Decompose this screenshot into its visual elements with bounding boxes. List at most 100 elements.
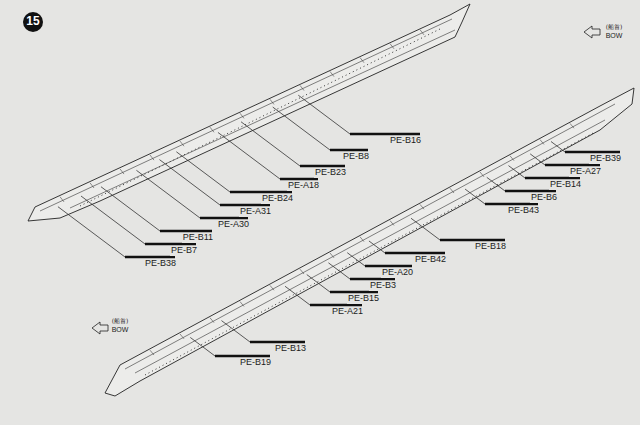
callout-bar [125, 256, 175, 258]
leader-line [307, 275, 330, 292]
part-number: PE-B19 [239, 358, 272, 368]
callout-bar [220, 204, 270, 206]
frame-tick [480, 172, 484, 177]
part-number: PE-B8 [342, 152, 370, 162]
leader-line [81, 196, 145, 244]
leader-line [159, 160, 220, 205]
callout-bar [565, 151, 620, 153]
bow-marker: BOW [112, 326, 129, 334]
part-number: PE-B42 [414, 255, 447, 265]
bow-arrow [584, 26, 600, 38]
frame-tick [270, 99, 274, 104]
bow-marker: (船首) [112, 318, 129, 325]
step-badge [23, 12, 43, 32]
callout-bar [230, 191, 292, 193]
frame-tick [210, 318, 214, 323]
part-number: PE-A30 [217, 220, 250, 230]
part-number: PE-B11 [182, 233, 214, 243]
callout-bar [350, 278, 395, 280]
frame-tick [60, 197, 64, 202]
callout-bar [330, 291, 378, 293]
callout-bar [330, 149, 368, 151]
leader-line [369, 241, 385, 253]
leader-line [298, 95, 350, 134]
part-number: PE-B23 [314, 168, 347, 178]
part-number: PE-B39 [589, 154, 622, 164]
part-number: PE-B3 [369, 281, 397, 291]
callout-bar [385, 252, 445, 254]
hull-outline [28, 4, 470, 221]
porthole-row [80, 29, 440, 206]
frame-tick [390, 221, 394, 226]
bow-marker: BOW [606, 32, 623, 40]
frame-tick [330, 71, 334, 76]
bow-arrow [92, 322, 108, 334]
frame-tick [300, 85, 304, 90]
leader-line [347, 253, 365, 266]
part-number: PE-A27 [569, 167, 602, 177]
frame-tick [180, 141, 184, 146]
part-number: PE-B15 [347, 294, 380, 304]
leader-line [411, 218, 440, 240]
frame-tick [420, 204, 424, 209]
part-number: PE-B16 [389, 136, 422, 146]
callout-bar [545, 164, 600, 166]
leader-line [58, 207, 125, 257]
hull-side-line [70, 30, 455, 208]
leader-line [530, 154, 545, 165]
leader-line [273, 107, 330, 150]
part-number: PE-B6 [530, 193, 558, 203]
part-number: PE-B13 [274, 344, 307, 354]
callout-bar [440, 239, 505, 241]
callout-bar [280, 178, 318, 180]
callout-bar [145, 243, 196, 245]
part-number: PE-B43 [507, 206, 540, 216]
frame-tick [360, 237, 364, 242]
frame-tick [450, 188, 454, 193]
callout-bar [250, 341, 305, 343]
leader-line [221, 321, 250, 342]
leader-line [136, 170, 200, 218]
frame-tick [390, 44, 394, 49]
callout-bar [215, 355, 270, 357]
part-number: PE-B14 [549, 180, 582, 190]
part-number: PE-A20 [381, 268, 414, 278]
leader-line [241, 122, 300, 166]
frame-tick [150, 155, 154, 160]
leader-line [465, 189, 485, 204]
frame-tick [240, 302, 244, 307]
frame-tick [90, 183, 94, 188]
frame-tick [120, 169, 124, 174]
frame-tick [150, 350, 154, 355]
leader-line [487, 177, 505, 191]
callout-bar [200, 217, 248, 219]
part-number: PE-A18 [287, 181, 320, 191]
porthole-row [145, 132, 595, 375]
callout-bar [160, 230, 212, 232]
part-number: PE-B38 [144, 259, 177, 269]
leader-line [218, 132, 280, 179]
callout-bar [525, 177, 580, 179]
frame-tick [360, 58, 364, 63]
leader-line [551, 142, 565, 153]
callout-bar [350, 133, 420, 135]
part-number: PE-B7 [170, 246, 198, 256]
frame-tick [240, 113, 244, 118]
leader-line [176, 152, 230, 192]
hull-outline [105, 88, 634, 396]
frame-tick [420, 30, 424, 35]
frame-tick [330, 253, 334, 258]
part-number: PE-B24 [261, 194, 294, 204]
leader-line [101, 187, 160, 231]
frame-tick [180, 334, 184, 339]
callout-bar [505, 190, 556, 192]
frame-tick [540, 140, 544, 145]
frame-tick [570, 123, 574, 128]
callout-bar [300, 165, 345, 167]
callout-bar [365, 265, 412, 267]
callout-bar [310, 304, 362, 306]
hull-side-line [135, 120, 605, 373]
frame-tick [300, 269, 304, 274]
